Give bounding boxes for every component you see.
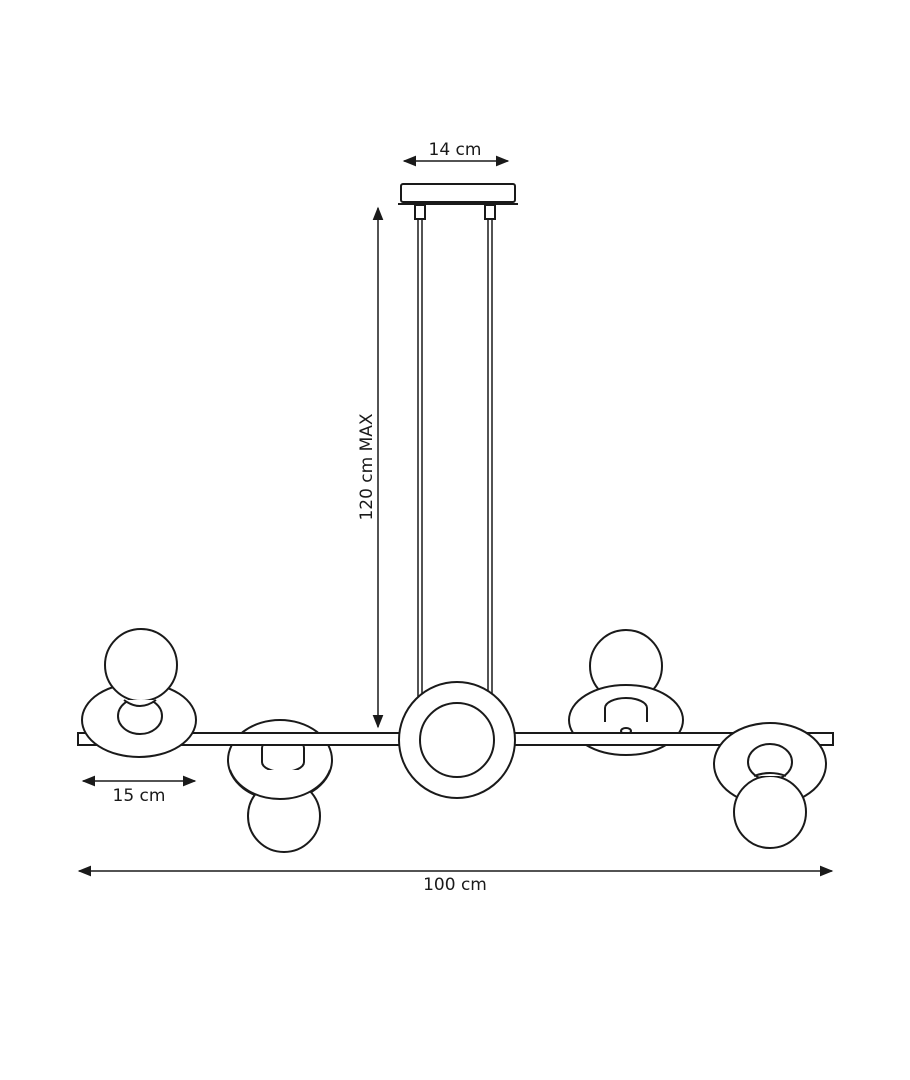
shade-width-label: 15 cm	[113, 786, 166, 806]
dimension-canopy: 14 cm	[402, 140, 510, 167]
center-ring	[398, 681, 516, 799]
cable-length-label: 120 cm MAX	[357, 413, 377, 520]
globe-bulb	[104, 628, 178, 702]
globe-bulb	[733, 775, 807, 849]
lamp-arm-4	[713, 722, 827, 849]
dimension-total: 100 cm	[77, 865, 834, 895]
ceiling-canopy	[398, 183, 518, 220]
suspension-cables	[417, 219, 493, 700]
lamp-arm-1	[81, 628, 197, 758]
canopy-width-label: 14 cm	[429, 140, 482, 160]
total-width-label: 100 cm	[423, 875, 487, 895]
dimension-height: 120 cm MAX	[357, 206, 384, 729]
dimension-shade: 15 cm	[81, 775, 197, 806]
